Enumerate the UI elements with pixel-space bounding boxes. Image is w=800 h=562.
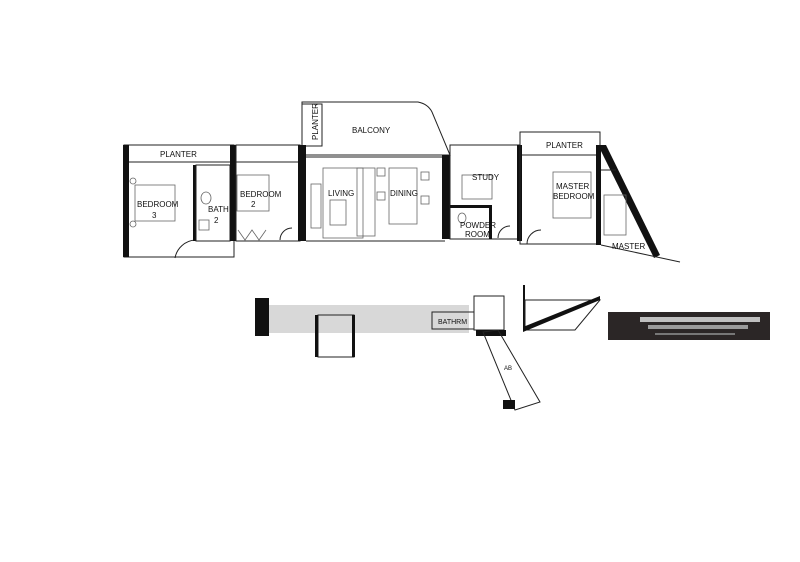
bath-2-number: 2 (214, 216, 219, 225)
study-area: STUDY POWDER ROOM (442, 144, 522, 241)
bedroom-3-number: 3 (152, 211, 157, 220)
planter-right-label: PLANTER (546, 141, 583, 150)
master-bedroom-label-2: BEDROOM (553, 192, 595, 201)
master-bedroom-area: PLANTER MASTER BEDROOM (519, 131, 601, 245)
bath-2-label: BATH (208, 205, 229, 214)
bedroom-3-label: BEDROOM (137, 200, 179, 209)
living-dining-area: LIVING DINING (298, 145, 445, 242)
bedroom-2-label: BEDROOM (240, 190, 282, 199)
planter-balcony-label: PLANTER (311, 103, 320, 140)
ab-label: AB (504, 366, 512, 372)
powder-room-label-2: ROOM (465, 230, 490, 239)
master-bath-label: MASTER (612, 242, 646, 251)
planter-left-label: PLANTER (160, 150, 197, 159)
balcony-area: PLANTER BALCONY (301, 101, 451, 156)
study-label: STUDY (472, 173, 500, 182)
powder-room-label: POWDER (460, 221, 496, 230)
balcony-label: BALCONY (352, 126, 391, 135)
master-bedroom-label: MASTER (556, 182, 590, 191)
lower-bathroom-label: BATHRM (438, 319, 467, 326)
bedroom-3-area: PLANTER BEDROOM 3 (123, 144, 300, 259)
bedroom-2-number: 2 (251, 200, 256, 209)
bath-2-area: BATH 2 (193, 164, 231, 242)
bedroom-2-area: BEDROOM 2 (230, 144, 301, 242)
legend-box (608, 312, 770, 340)
dining-label: DINING (390, 189, 418, 198)
master-bath-area: MASTER (596, 145, 681, 263)
living-label: LIVING (328, 189, 354, 198)
lower-section: BATHRM AB (255, 285, 602, 411)
